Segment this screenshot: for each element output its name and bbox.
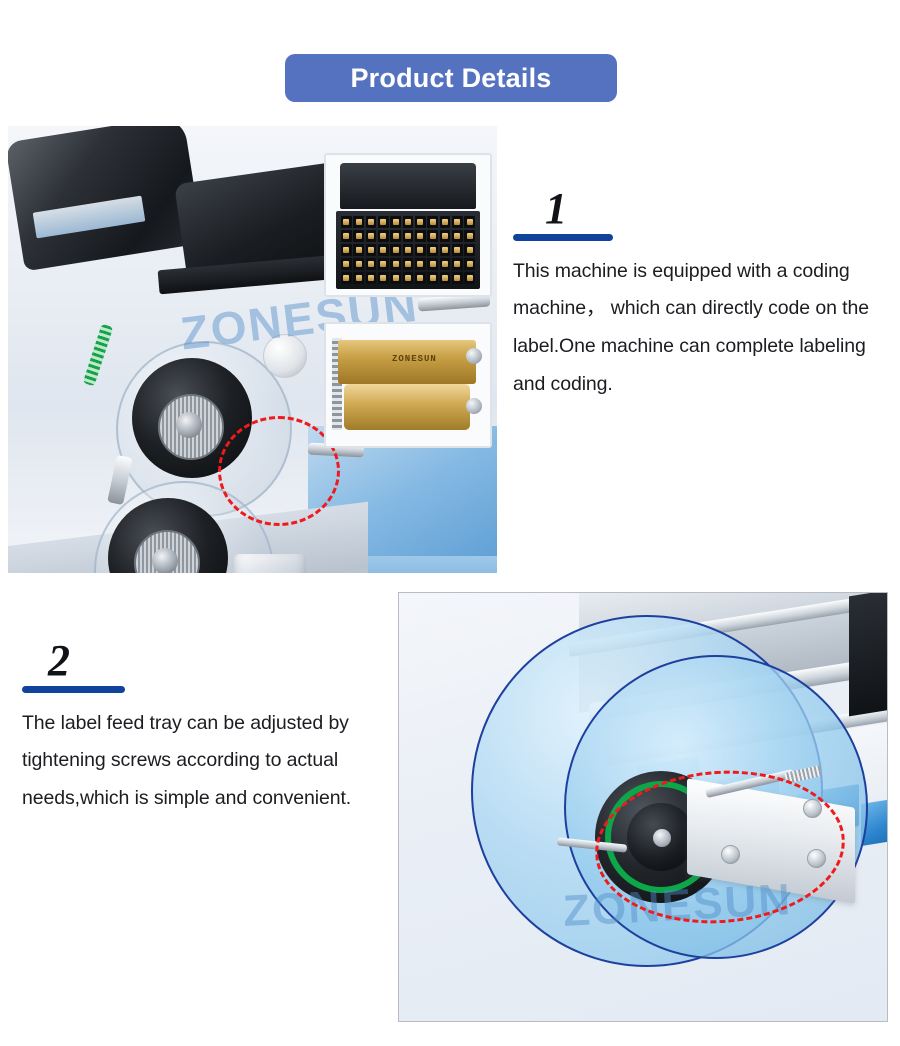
type-slot: [365, 229, 377, 243]
photo-two-background: ZONESUN: [399, 593, 887, 1021]
type-slot: [414, 243, 426, 257]
type-slot: [402, 229, 414, 243]
page-title-banner: Product Details: [285, 54, 617, 102]
brass-embossed-text: ZONESUN: [392, 354, 437, 364]
knob-center-lower: [152, 548, 178, 573]
type-slot: [414, 229, 426, 243]
type-slot: [377, 216, 389, 229]
type-slot: [427, 216, 439, 229]
detail-description: This machine is equipped with a coding m…: [513, 259, 869, 395]
type-slot: [341, 243, 352, 257]
detail-underline: [22, 685, 125, 693]
type-slot: [464, 271, 475, 284]
type-case-tray: [336, 211, 480, 289]
type-slot: [414, 216, 426, 229]
detail-number: 1: [545, 184, 567, 233]
type-slot: [377, 229, 389, 243]
type-slot: [451, 243, 463, 257]
green-tension-spring: [82, 323, 114, 387]
type-slot: [439, 257, 451, 271]
knob-center-upper: [176, 412, 202, 438]
motor-housing: [8, 126, 204, 272]
type-slot: [439, 243, 451, 257]
type-slot: [353, 257, 365, 271]
photo-one-highlight-ellipse: [218, 416, 340, 526]
roller-rack-teeth: [332, 338, 342, 430]
type-slot: [353, 216, 365, 229]
inset-brass-coding-roller: ZONESUN: [324, 322, 492, 448]
type-slot: [464, 257, 475, 271]
type-case-lid: [340, 163, 476, 209]
detail-item-2: 2 The label feed tray can be adjusted by…: [22, 636, 394, 818]
type-slot: [451, 257, 463, 271]
type-slot: [439, 216, 451, 229]
type-slot: [365, 243, 377, 257]
type-slot: [365, 257, 377, 271]
type-slot: [464, 229, 475, 243]
type-slot: [390, 243, 402, 257]
type-slot: [353, 229, 365, 243]
detail-number: 2: [48, 636, 70, 685]
type-slot: [464, 216, 475, 229]
type-slot: [451, 271, 463, 284]
roller-end-cap: [466, 348, 482, 364]
tightening-screw: [721, 845, 740, 864]
type-slot: [353, 271, 365, 284]
product-photo-coding-head: ZONESUN ZONESUN: [8, 126, 497, 573]
roller-end-cap: [466, 398, 482, 414]
brass-type-holder: [338, 340, 476, 384]
type-slot: [365, 216, 377, 229]
white-roller: [263, 334, 307, 378]
coding-head-block: [234, 554, 306, 573]
tightening-screw: [803, 799, 822, 818]
type-slot: [365, 271, 377, 284]
type-slot: [427, 271, 439, 284]
detail-item-1: 1 This machine is equipped with a coding…: [513, 184, 885, 403]
detail-underline: [513, 233, 613, 241]
type-slot: [377, 271, 389, 284]
type-slot: [439, 271, 451, 284]
type-slot: [464, 243, 475, 257]
type-slot: [402, 243, 414, 257]
steel-shaft: [107, 454, 133, 506]
brass-roller-drum: [344, 384, 470, 430]
product-photo-label-feed-tray: ZONESUN: [398, 592, 888, 1022]
tray-hub-pin: [653, 829, 671, 847]
type-slot: [341, 257, 352, 271]
type-slot: [353, 243, 365, 257]
type-slot: [341, 216, 352, 229]
type-slot: [402, 216, 414, 229]
detail-description: The label feed tray can be adjusted by t…: [22, 711, 352, 810]
type-slot: [390, 216, 402, 229]
type-slot: [402, 271, 414, 284]
type-slot: [402, 257, 414, 271]
type-slot: [439, 229, 451, 243]
machine-black-column: [849, 593, 887, 717]
type-slot: [414, 271, 426, 284]
type-slot: [427, 257, 439, 271]
type-slot: [451, 229, 463, 243]
type-slot: [427, 229, 439, 243]
type-slot: [390, 257, 402, 271]
type-slot: [390, 229, 402, 243]
type-slot: [414, 257, 426, 271]
type-slot: [341, 271, 352, 284]
type-slot: [377, 243, 389, 257]
tightening-screw: [807, 849, 826, 868]
page-title: Product Details: [350, 62, 552, 93]
type-slot: [451, 216, 463, 229]
type-slot: [341, 229, 352, 243]
type-slot: [390, 271, 402, 284]
inset-type-character-case: [324, 153, 492, 297]
type-slot: [377, 257, 389, 271]
type-slot: [427, 243, 439, 257]
